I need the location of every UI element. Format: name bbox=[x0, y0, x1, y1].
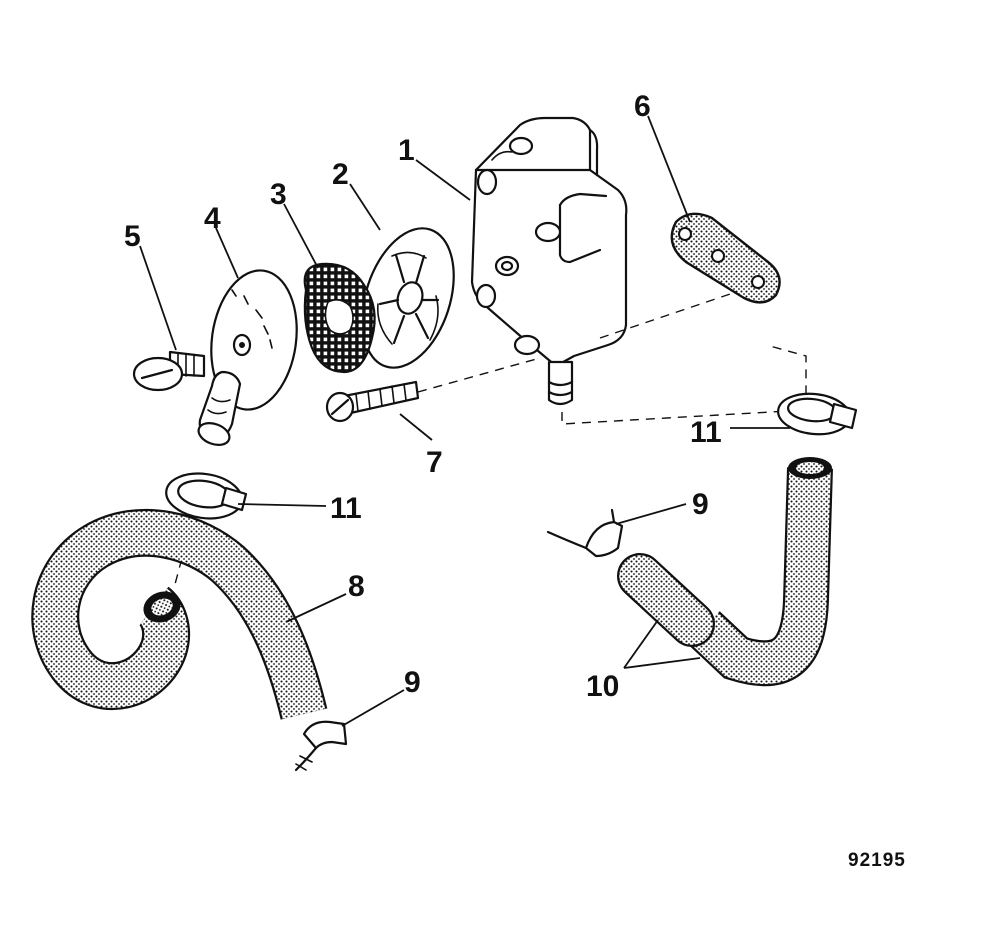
pump-body-part bbox=[470, 116, 628, 406]
hose-clamp-left-part bbox=[165, 472, 248, 520]
hose-clamp-right-part bbox=[777, 392, 858, 436]
cover-screw-part bbox=[132, 350, 206, 392]
callout-4: 4 bbox=[204, 202, 221, 235]
valve-plate-part bbox=[361, 227, 455, 369]
filter-cover-part bbox=[197, 269, 298, 446]
fuel-hose-part bbox=[31, 508, 328, 720]
callout-9-upper: 9 bbox=[692, 488, 709, 521]
callout-1: 1 bbox=[398, 134, 415, 167]
gasket-part bbox=[670, 212, 781, 304]
callout-labels: 1 2 3 4 5 6 7 8 9 9 10 11 11 bbox=[124, 90, 722, 703]
callout-5: 5 bbox=[124, 220, 141, 253]
callout-9-lower: 9 bbox=[404, 666, 421, 699]
callout-8: 8 bbox=[348, 570, 365, 603]
figure-number: 92195 bbox=[848, 850, 906, 871]
callout-11-right: 11 bbox=[690, 416, 722, 449]
filter-screen-part bbox=[303, 262, 376, 374]
callout-3: 3 bbox=[270, 178, 287, 211]
callout-2: 2 bbox=[332, 158, 349, 191]
fuel-hose-right-part bbox=[617, 457, 833, 687]
callout-6: 6 bbox=[634, 90, 651, 123]
leader-lines bbox=[139, 115, 790, 727]
spring-clip-lower-part bbox=[294, 720, 348, 772]
mounting-screw-part bbox=[325, 380, 420, 423]
callout-10: 10 bbox=[586, 670, 619, 703]
spring-clip-upper-part bbox=[546, 508, 624, 558]
callout-11-left: 11 bbox=[330, 492, 362, 525]
callout-7: 7 bbox=[426, 446, 443, 479]
